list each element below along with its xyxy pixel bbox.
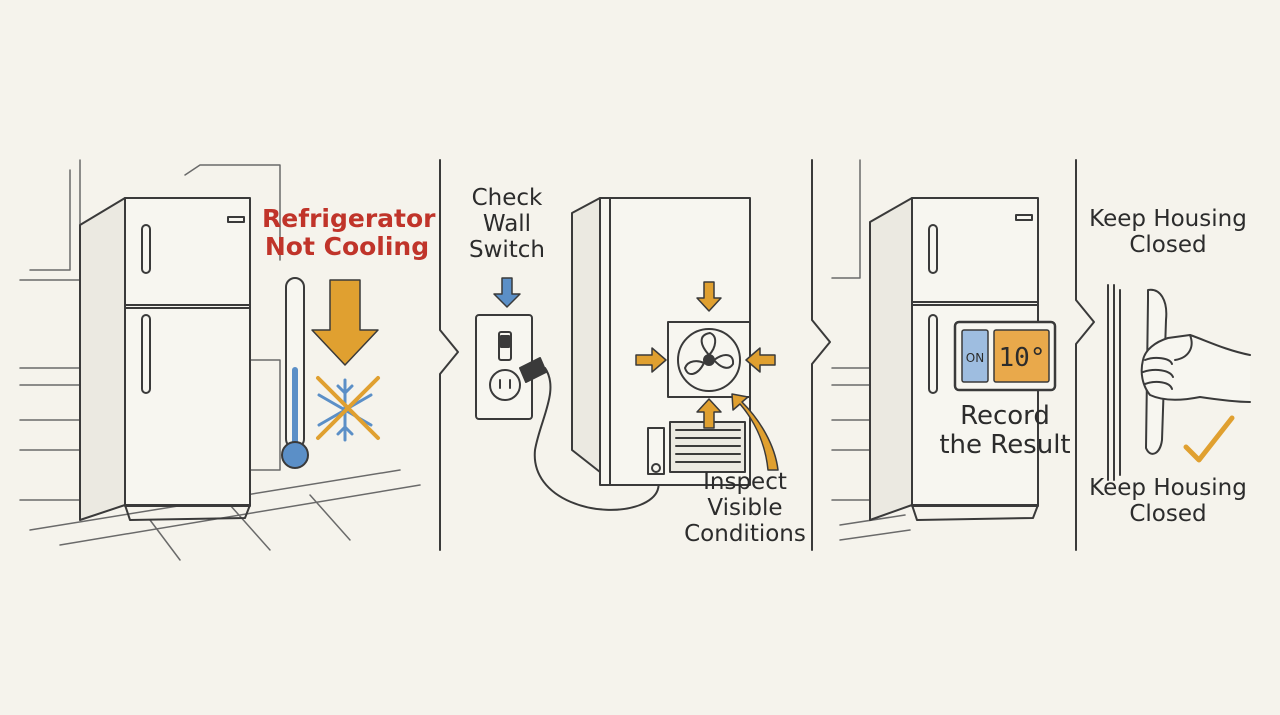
hand-icon xyxy=(1140,334,1251,403)
panel-4-top-label: Keep Housing Closed xyxy=(1082,206,1254,259)
panel-2-label-line2: Wall xyxy=(482,210,532,237)
door-edge xyxy=(1107,284,1121,481)
panel-2-label-line3: Switch xyxy=(468,236,546,263)
panel-3-label: Record the Result xyxy=(925,401,1085,461)
inspection-arrows-icon xyxy=(635,281,779,471)
kitchen-background xyxy=(19,159,421,561)
keep-housing-bottom-line1: Keep Housing xyxy=(1089,475,1247,501)
panel-1-title-line2: Not Cooling xyxy=(264,232,430,261)
blue-down-arrow-icon xyxy=(493,277,521,308)
record-label-line1: Record xyxy=(960,401,1050,431)
down-arrow-icon xyxy=(311,279,379,366)
panel-1-title: Refrigerator Not Cooling xyxy=(262,204,436,261)
panel-4-bottom-label: Keep Housing Closed xyxy=(1082,475,1254,528)
power-plug-cord xyxy=(519,357,660,511)
panel-2-label: Check Wall Switch xyxy=(452,185,562,263)
inspect-label-line1: Inspect xyxy=(703,469,787,495)
fan-icon xyxy=(667,321,751,398)
display-mode-label: ON xyxy=(966,351,984,365)
panel-divider-2 xyxy=(811,159,831,551)
display-reading: 10° xyxy=(999,343,1046,373)
inspect-label-line3: Conditions xyxy=(684,520,806,547)
refrigerator-3-icon xyxy=(869,197,1039,521)
panel-divider-3 xyxy=(1075,159,1095,551)
temperature-display-panel xyxy=(953,320,1057,392)
record-label-line2: the Result xyxy=(939,430,1071,461)
refrigerator-icon xyxy=(79,197,251,521)
keep-housing-top-line1: Keep Housing xyxy=(1089,206,1247,232)
keep-housing-bottom-line2: Closed xyxy=(1129,500,1207,527)
panel-1-title-line1: Refrigerator xyxy=(262,204,436,233)
panel-2-label-line1: Check xyxy=(471,185,543,211)
inspect-label-line2: Visible xyxy=(707,494,783,521)
crossed-snowflake-icon xyxy=(316,376,380,442)
panel-2-inspect-label: Inspect Visible Conditions xyxy=(670,469,820,547)
panel-divider-1 xyxy=(439,159,459,551)
keep-housing-top-line2: Closed xyxy=(1129,231,1207,258)
thermometer-icon xyxy=(281,277,309,469)
check-mark-icon xyxy=(1183,415,1235,463)
